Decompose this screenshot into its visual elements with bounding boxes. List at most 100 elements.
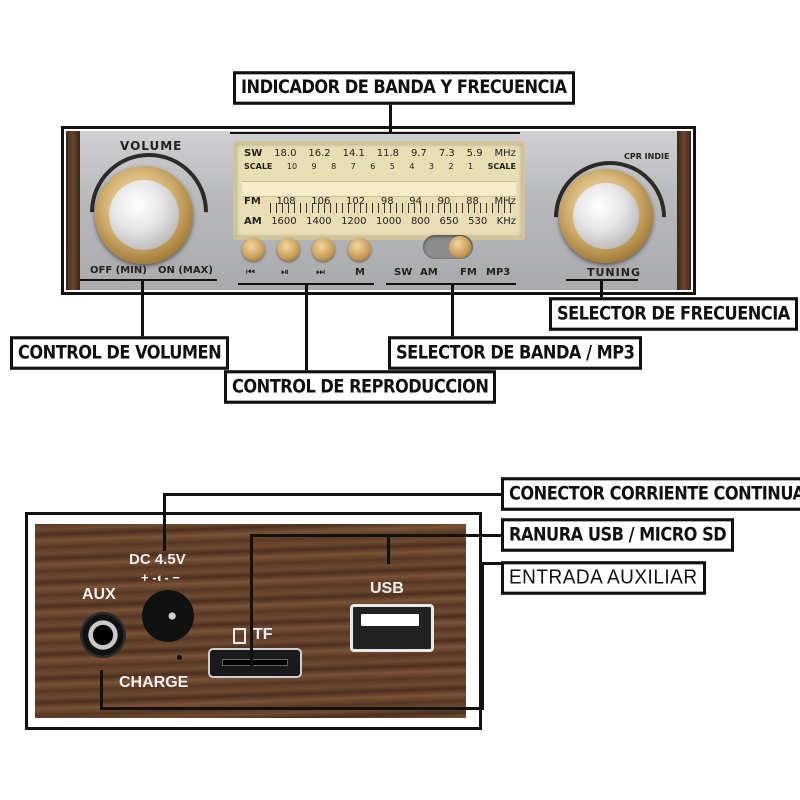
leader-usb-h [250,534,503,537]
volume-label: VOLUME [120,139,183,153]
next-button[interactable] [312,238,335,261]
prev-button[interactable] [242,238,265,261]
on-max-label: ON (MAX) [158,265,213,276]
sd-card-icon [233,628,246,644]
dc-label: DC 4.5V [129,551,186,568]
dial-scale-value: 4 [409,162,415,171]
usb-label: USB [370,580,404,597]
dial-am-prefix: AM [244,216,262,227]
dial-sw-value: 9.7 [410,148,427,159]
prev-label: ⏮ [246,267,255,278]
dial-scale-value: 9 [311,162,317,171]
dial-scale-value: 1 [468,162,474,171]
callout-usb-slot: RANURA USB / MICRO SD [501,518,735,552]
dial-am-suffix: KHz [496,216,516,227]
dial-fm-row: FM 108 106 102 98 94 90 88 MHz [244,196,516,207]
next-label: ⏭ [316,267,325,278]
leader-band-selector [451,284,454,340]
callout-band-selector: SELECTOR DE BANDA / MP3 [388,336,643,370]
dial-am-value: 650 [439,216,459,227]
band-mp3-label: MP3 [486,267,511,278]
dial-am-value: 530 [468,216,488,227]
dial-fm-value: 98 [380,196,394,207]
leader-usb-v1 [250,534,253,666]
dial-scale-value: 6 [370,162,376,171]
band-switch[interactable] [423,235,473,259]
tuning-knob[interactable] [559,169,653,263]
band-sw-label: SW [394,267,413,278]
dial-fm-value: 90 [437,196,451,207]
dc-polarity: + -◐- − [141,570,180,585]
leader-usb-v2 [387,534,390,564]
dial-am-value: 1400 [306,216,332,227]
dial-scale-value: 5 [389,162,395,171]
wood-trim-left [66,131,80,290]
rear-panel-frame [25,512,482,730]
dial-sw-value: 5.9 [466,148,483,159]
play-pause-label: ⏯ [281,267,289,278]
dial-scale-value: 8 [331,162,337,171]
leader-aux-h [100,707,484,710]
dial-am-value: 1200 [341,216,367,227]
leader-aux-h2 [481,562,503,565]
leader-aux-v [100,670,103,710]
leader-dc-h [163,493,503,496]
dial-fm-value: 88 [466,196,479,207]
dial-fm-value: 94 [409,196,422,207]
leader-volume [141,280,144,340]
volume-knob[interactable] [95,166,193,264]
dial-fm-value: 106 [311,196,331,207]
dial-sw-prefix: SW [244,148,263,159]
wood-trim-right [677,131,691,290]
dial-sw-value: 18.0 [274,148,297,159]
callout-aux-input: ENTRADA AUXILIAR [501,561,706,595]
dial-fm-suffix: MHz [494,196,516,207]
tf-label: TF [253,626,273,643]
aux-jack[interactable] [80,612,126,658]
play-pause-button[interactable] [277,238,300,261]
brand-label: CPR INDIE [624,152,670,161]
callout-playback-control: CONTROL DE REPRODUCCION [224,370,497,404]
charge-led [177,655,182,660]
mode-button[interactable] [348,238,371,261]
aux-label: AUX [82,586,116,603]
tf-slot[interactable] [208,648,302,678]
dial-am-value: 1000 [376,216,402,227]
dial-ticks [270,203,512,213]
dc-jack[interactable] [142,590,194,642]
band-fm-label: FM [460,267,477,278]
dial-scale-value: 7 [350,162,356,171]
dial-fm-value: 102 [346,196,366,207]
off-min-label: OFF (MIN) [90,265,147,276]
dial-sw-value: 16.2 [308,148,331,159]
callout-volume-control: CONTROL DE VOLUMEN [10,336,230,370]
leader-frequency [600,280,603,300]
bracket-volume [80,279,217,281]
dial-sw-value: 14.1 [342,148,365,159]
usb-port-tongue [361,614,419,626]
tuning-label: TUNING [587,266,641,279]
dial-fm-value: 108 [276,196,296,207]
dial-scale-suffix: SCALE [487,162,516,171]
band-am-label: AM [420,267,438,278]
dial-sw-value: 11.8 [376,148,400,159]
usb-port[interactable] [350,604,434,652]
leader-band-indicator [389,103,392,133]
dial-scale-value: 3 [428,162,434,171]
dial-scale-prefix: SCALE [244,162,273,171]
tf-slot-opening [222,659,288,666]
charge-label: CHARGE [119,674,189,691]
bracket-dial-top [230,132,520,134]
dial-fm-prefix: FM [244,196,261,207]
front-panel-frame [61,126,696,295]
leader-dc-v [163,493,166,551]
dial-scale-value: 10 [286,162,298,171]
dial-strip [242,181,516,197]
volume-knob-face [109,180,179,250]
dial-am-value: 1600 [271,216,297,227]
leader-aux-v2 [481,562,484,710]
